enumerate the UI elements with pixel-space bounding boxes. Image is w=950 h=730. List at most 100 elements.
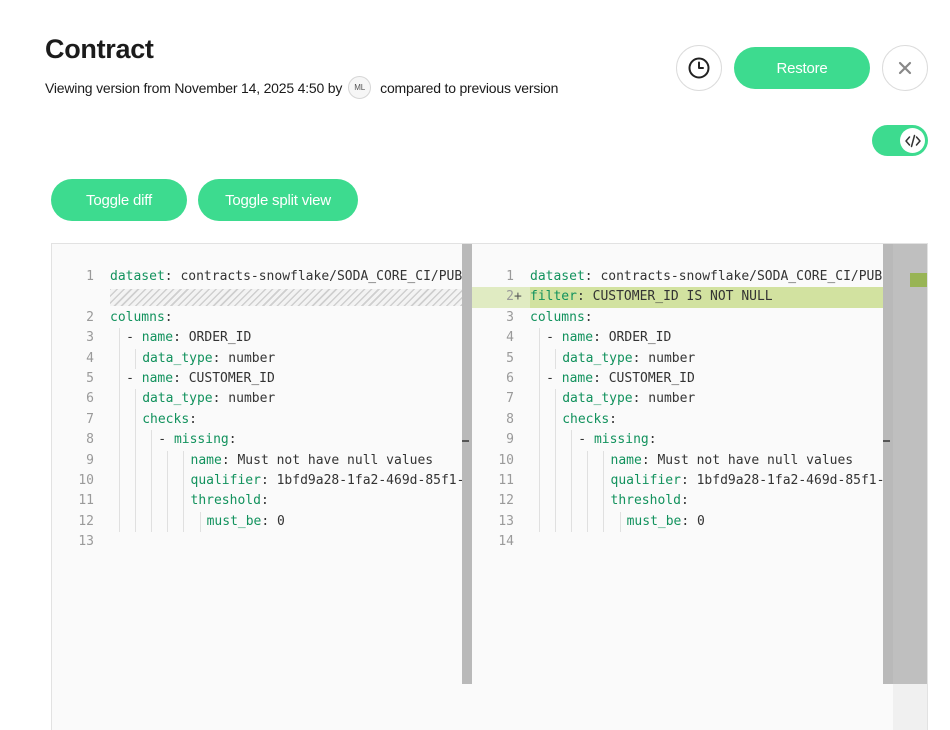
line-number: 7 [86,411,94,427]
indent-guide [135,430,137,451]
code-view-toggle[interactable] [872,125,928,156]
line-number: 10 [498,452,514,468]
yaml-key: dataset [530,269,585,284]
indent-guide [539,389,541,410]
indent-guide [183,470,185,492]
yaml-value: 0 [269,513,285,529]
code-line[interactable]: 4 data_type: number [52,348,462,369]
line-number: 3 [506,309,514,325]
line-number: 13 [78,534,94,550]
code-text: data_type: number [142,350,276,366]
yaml-value: Must not have null values [649,452,854,468]
yaml-value: ORDER_ID [180,330,252,346]
yaml-key: columns [110,309,165,325]
yaml-key: name [190,452,222,468]
indent-guide [135,511,137,533]
indent-guide [119,511,121,533]
line-number: 7 [506,391,514,407]
yaml-key: missing [173,432,229,448]
indent-guide [603,450,605,471]
diff-placeholder-line[interactable] [52,287,462,307]
code-text: threshold: [610,493,689,509]
line-number: 11 [498,472,514,488]
restore-button[interactable]: Restore [734,47,870,89]
original-code[interactable]: 1 dataset: contracts-snowflake/SODA_CORE_… [52,267,462,552]
indent-guide [119,470,121,492]
code-line[interactable]: 9- missing: [472,430,883,451]
yaml-value: contracts-snowflake/SODA_CORE_CI/PUB [172,269,462,284]
collapse-marker-icon [883,440,890,442]
code-text: data_type: number [562,350,696,366]
code-line[interactable]: 6- name: CUSTOMER_ID [472,368,883,390]
yaml-value: number [220,350,276,366]
code-text: checks: [142,411,197,427]
indent-guide [587,511,589,533]
line-number: 4 [86,350,94,366]
close-button[interactable] [882,45,928,91]
line-number: 6 [86,391,94,407]
code-icon [904,134,921,147]
code-text: - missing: [578,432,657,448]
line-number: 2 [506,289,514,305]
original-pane[interactable]: 1 dataset: contracts-snowflake/SODA_CORE_… [52,244,462,730]
left-pane-scrollbar[interactable] [462,244,472,684]
version-subtitle: Viewing version from November 14, 2025 4… [45,76,558,99]
code-line[interactable]: 12 must_be: 0 [52,511,462,533]
history-button[interactable] [676,45,722,91]
yaml-value: number [640,350,696,366]
code-line[interactable]: 13 [52,532,462,552]
toggle-split-view-button[interactable]: Toggle split view [198,179,358,221]
code-line[interactable]: 8- missing: [52,430,462,451]
indent-guide [135,470,137,492]
code-text: checks: [562,411,617,427]
line-number: 3 [86,330,94,346]
code-line[interactable]: 4- name: ORDER_ID [472,328,883,349]
line-number: 1 [86,269,94,284]
code-text: must_be: 0 [206,513,285,529]
indent-guide [135,389,137,410]
indent-guide [135,491,137,512]
avatar[interactable]: ML [348,76,372,99]
indent-guide [539,511,541,533]
indent-guide [183,511,185,533]
plus-icon: + [514,289,522,305]
code-line[interactable]: 5- name: CUSTOMER_ID [52,368,462,390]
code-line[interactable]: 7 checks: [52,409,462,431]
line-number: 2 [86,309,94,325]
indent-guide [119,328,121,349]
right-pane-scrollbar[interactable] [883,244,893,684]
line-number: 12 [78,513,94,529]
code-text: dataset: contracts-snowflake/SODA_CORE_C… [110,269,462,284]
toggle-diff-button[interactable]: Toggle diff [51,179,187,221]
indent-guide [587,491,589,512]
yaml-key: must_be [206,513,262,529]
code-text: dataset: contracts-snowflake/SODA_CORE_C… [530,269,883,284]
code-line[interactable]: 3- name: ORDER_ID [52,328,462,349]
indent-guide [539,491,541,512]
yaml-key: checks [142,411,190,427]
line-number: 10 [78,472,94,488]
diff-overview-ruler[interactable] [893,244,927,684]
code-line[interactable]: 14 [472,532,883,552]
scroll-corner [893,684,927,730]
indent-guide [555,430,557,451]
code-line[interactable]: 1 dataset: contracts-snowflake/SODA_CORE_… [52,267,462,287]
diff-editor[interactable]: 1 dataset: contracts-snowflake/SODA_CORE_… [51,243,928,730]
